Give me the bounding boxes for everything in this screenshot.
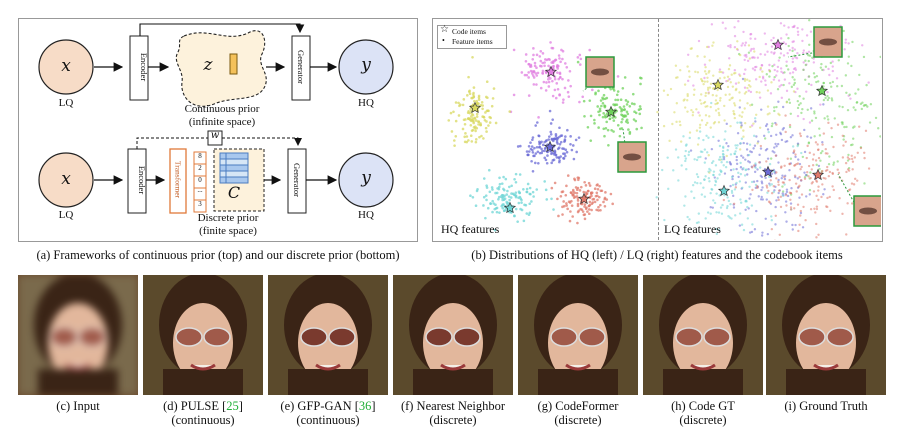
- face-image-4: [518, 275, 638, 395]
- face-image-1: [143, 275, 263, 395]
- code-index-cells: [193, 151, 207, 213]
- panel-b: [432, 18, 883, 242]
- bottom-input-symbol: x: [61, 169, 71, 189]
- face-image-3: [393, 275, 513, 395]
- top-input-label: LQ: [58, 97, 74, 109]
- caption-c: (c) Input: [56, 399, 100, 413]
- legend-dot-icon: •: [442, 36, 445, 45]
- code-item-star-0: [544, 65, 558, 78]
- top-input-symbol: x: [61, 56, 71, 76]
- caption-e: (e) GFP-GAN [36] (continuous): [280, 399, 376, 427]
- caption-g: (g) CodeFormer(discrete): [537, 399, 619, 427]
- scatter-legend: [437, 25, 507, 49]
- transformer-label: Transformer: [173, 160, 183, 199]
- ref-36[interactable]: 36: [358, 399, 372, 413]
- code-item-star-11: [811, 168, 825, 181]
- codebook-symbol: C: [227, 183, 241, 202]
- top-output-label: HQ: [358, 97, 374, 109]
- index-cell-0: 8: [198, 152, 202, 160]
- panel-a: [18, 18, 418, 242]
- panel-a-caption: (a) Frameworks of continuous prior (top)…: [36, 248, 400, 262]
- code-item-star-3: [543, 140, 557, 153]
- top-encoder-label: Encoder: [139, 52, 149, 82]
- panel-b-caption: (b) Distributions of HQ (left) / LQ (rig…: [471, 248, 843, 262]
- bottom-input-label: LQ: [58, 209, 74, 221]
- face-image-2: [268, 275, 388, 395]
- face-image-6: [766, 275, 886, 395]
- legend-code-items: Code items: [452, 27, 486, 36]
- generator-box-bottom: [287, 148, 307, 214]
- index-cell-3: ...: [197, 186, 203, 194]
- bottom-generator-label: Generator: [292, 163, 302, 197]
- lq-input-circle-top: [38, 39, 94, 95]
- continuous-prior-line1: Continuous prior: [184, 103, 260, 115]
- encoder-box-top: [129, 35, 149, 101]
- code-item-star-4: [503, 201, 517, 214]
- generator-box-top: [291, 35, 311, 101]
- framework-diagram: [38, 23, 394, 214]
- continuous-prior-line2: (infinite space): [188, 116, 256, 128]
- caption-h: (h) Code GT(discrete): [671, 399, 735, 427]
- hq-lq-divider: [658, 19, 659, 240]
- index-cell-4: 3: [198, 200, 202, 208]
- feature-scatter: [447, 19, 881, 240]
- continuous-prior-blob: [175, 30, 267, 107]
- hq-output-circle-bottom: [338, 152, 394, 208]
- bottom-output-label: HQ: [358, 209, 374, 221]
- ref-25[interactable]: 25: [226, 399, 239, 413]
- code-item-star-8: [711, 78, 725, 91]
- lq-features-label: LQ features: [664, 222, 721, 236]
- transformer-box: [169, 148, 187, 214]
- face-image-5: [643, 275, 763, 395]
- code-item-star-6: [771, 38, 785, 51]
- code-item-star-10: [717, 184, 731, 197]
- codebook-grid: [219, 152, 249, 184]
- code-item-star-7: [815, 84, 829, 97]
- w-symbol: w: [210, 130, 220, 141]
- bottom-encoder-label: Encoder: [137, 165, 147, 195]
- caption-i: (i) Ground Truth: [784, 399, 868, 413]
- caption-f: (f) Nearest Neighbor(discrete): [400, 399, 506, 427]
- bottom-output-symbol: y: [361, 168, 371, 188]
- lq-input-circle-bottom: [38, 152, 94, 208]
- discrete-prior-line1: Discrete prior: [197, 212, 259, 224]
- top-output-symbol: y: [361, 55, 371, 75]
- latent-z-symbol: z: [203, 55, 213, 75]
- code-item-star-5: [577, 192, 591, 205]
- legend-feature-items: Feature items: [452, 37, 493, 46]
- code-item-star-1: [604, 105, 618, 118]
- face-image-0: [18, 275, 138, 395]
- top-generator-label: Generator: [296, 50, 306, 84]
- hq-output-circle-top: [338, 39, 394, 95]
- index-cell-2: 0: [198, 176, 202, 184]
- index-cell-1: 2: [198, 164, 202, 172]
- caption-d: (d) PULSE [25] (continuous): [163, 399, 243, 427]
- hq-features-label: HQ features: [441, 222, 500, 236]
- discrete-prior-line2: (finite space): [199, 225, 257, 237]
- latent-z-bar: [229, 53, 238, 75]
- eye-patch-inset-0: [585, 56, 615, 88]
- legend-star-icon: ☆: [440, 24, 449, 35]
- code-item-star-9: [761, 165, 775, 178]
- code-item-star-2: [468, 101, 482, 114]
